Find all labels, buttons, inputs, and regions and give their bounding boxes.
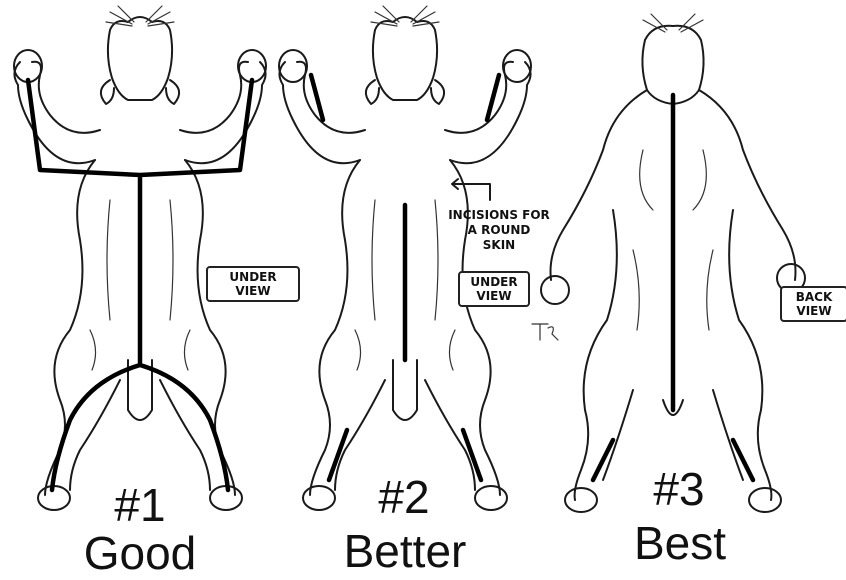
figure-2-number: #2 (364, 474, 444, 520)
figure-3-view-label: BACK VIEW (780, 286, 846, 322)
figure-3-incision (593, 95, 753, 480)
figure-1-rank: Good (60, 530, 220, 576)
annotation-arrow (452, 179, 490, 200)
figure-1-underview-pelt (14, 6, 266, 510)
figure-2-underview-pelt (279, 6, 531, 510)
figure-1-view-label: UNDER VIEW (206, 266, 300, 302)
figure-3-number: #3 (639, 466, 719, 512)
figure-2-rank: Better (320, 528, 490, 574)
figure-3-backview-pelt (541, 14, 805, 512)
figure-1-number: #1 (100, 482, 180, 528)
artist-mark-glyph (532, 324, 558, 340)
incision-annotation: INCISIONS FOR A ROUND SKIN (444, 208, 554, 253)
figure-3-rank: Best (610, 520, 750, 566)
figure-2-view-label: UNDER VIEW (458, 271, 530, 307)
